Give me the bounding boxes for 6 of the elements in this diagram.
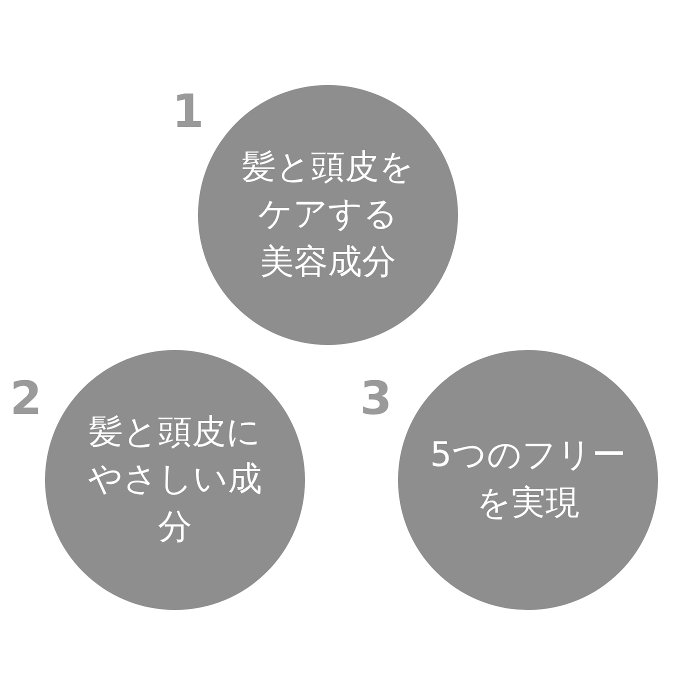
step-number: 1 [172, 88, 204, 134]
feature-text: 髪と頭皮をケアする美容成分 [242, 146, 414, 284]
step-number: 3 [360, 375, 392, 421]
step-number: 2 [10, 375, 42, 421]
feature-text: 髪と頭皮にやさしい成分 [87, 410, 263, 549]
feature-text: 5つのフリーを実現 [429, 434, 627, 525]
